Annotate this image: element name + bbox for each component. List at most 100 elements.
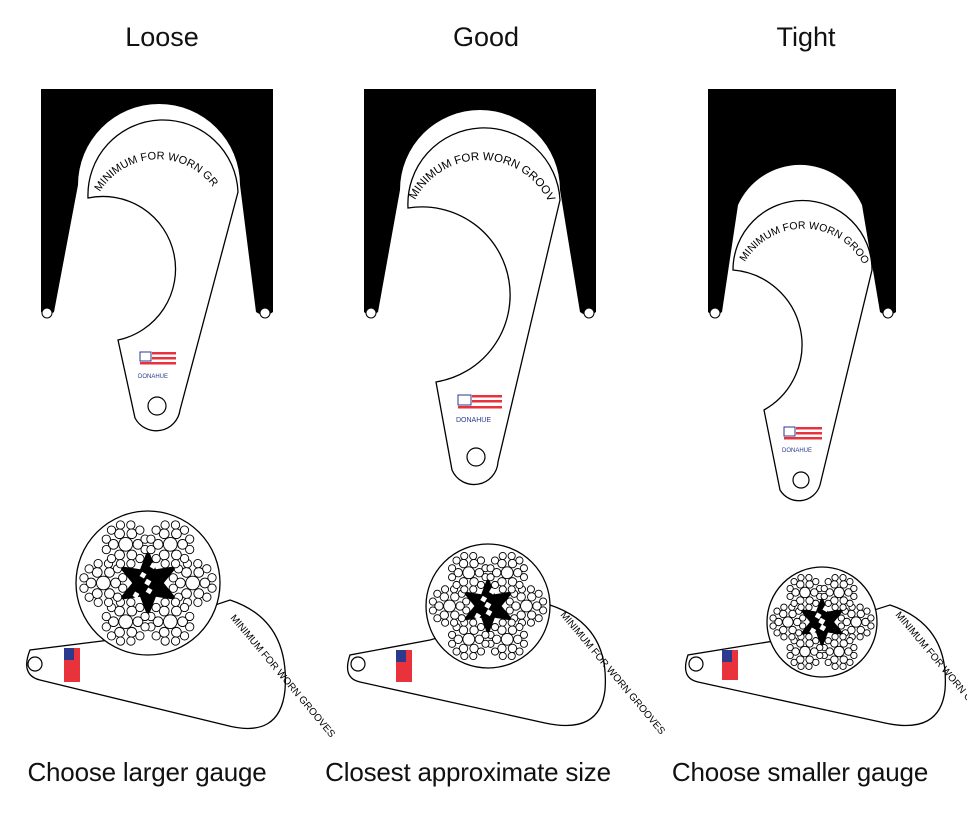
rope-wire (831, 574, 839, 582)
gauge-hole (466, 447, 486, 467)
rope-wire (534, 614, 543, 623)
rope-wire (132, 616, 144, 628)
rope-wire (519, 630, 528, 639)
rope-wire (207, 583, 217, 593)
rope-wire (106, 525, 117, 535)
rope-wire (181, 588, 192, 599)
rope-wire (84, 592, 94, 602)
rope-wire (850, 643, 858, 652)
rope-wire (103, 597, 114, 607)
rope-wire (812, 637, 820, 645)
rope-wire (158, 605, 170, 617)
rope-wire (179, 553, 190, 564)
rope-wire (207, 573, 217, 583)
rope-wire (539, 606, 548, 615)
rope-wire (185, 544, 195, 555)
rope-wire (805, 633, 813, 641)
rope-wire (151, 602, 161, 613)
rope-wire (774, 617, 783, 627)
rope-wire (115, 636, 126, 646)
rope-wire (151, 631, 161, 641)
donahue-logo (396, 650, 412, 682)
caption-loose: Choose larger gauge (27, 757, 267, 787)
rope-wire (539, 597, 548, 606)
gauge-tight: MINIMUM FOR WORN GROOVES DONAHUE (0, 0, 873, 502)
rope-wire (181, 567, 192, 578)
rope-wire (519, 639, 528, 648)
rope-wire (93, 559, 103, 569)
rope-wire (831, 633, 839, 641)
rope-wire (490, 556, 500, 565)
rope-wire (112, 592, 123, 602)
rope-wire (797, 662, 805, 670)
rope-wire (163, 537, 178, 552)
rope-wire (452, 580, 461, 589)
rope-wire (788, 633, 796, 641)
rope-wire (780, 603, 788, 611)
rope-wire (799, 614, 807, 622)
rope-wire (118, 537, 133, 552)
core-wire (480, 595, 488, 603)
rope-wire (782, 616, 794, 628)
rope-wire (171, 549, 182, 561)
rope-wire (457, 614, 466, 623)
rope-wire (519, 564, 528, 573)
core-wire (149, 562, 157, 570)
rope-wire (135, 631, 145, 641)
rope-wire (476, 647, 486, 656)
rope-wire (790, 658, 798, 667)
rope-wire (185, 611, 195, 622)
rope-wire (151, 525, 161, 535)
rope-wire (812, 577, 820, 586)
rope-wire (460, 551, 469, 561)
rope-wire (810, 647, 819, 656)
rope-wire (433, 614, 442, 623)
rope-wire (515, 580, 524, 589)
rope-wire (532, 601, 542, 611)
rope-wire (126, 597, 136, 607)
rope-wire (462, 566, 476, 580)
rope-wire (104, 588, 115, 599)
rope-wire (118, 573, 128, 583)
rope-wire (500, 632, 514, 646)
gauge-loose: MINIMUM FOR WORN GROOVES DONAHUE (0, 0, 239, 432)
rope-wire (453, 568, 463, 578)
rope-wire (519, 573, 528, 582)
rope-wire (824, 578, 832, 586)
rope-wire (140, 611, 150, 622)
rope-wire (786, 643, 794, 652)
rope-wire (101, 611, 111, 622)
rope-wire (861, 617, 870, 627)
rope-wire (769, 614, 777, 622)
caption-tight: Choose smaller gauge (671, 757, 929, 787)
core-wire (488, 587, 496, 595)
rope-wire (799, 586, 811, 599)
rope-wire (160, 636, 170, 646)
rope-wire (820, 592, 828, 601)
rope-wire (170, 597, 181, 607)
rope-wire (812, 658, 820, 666)
rope-wire (505, 597, 514, 606)
rope-wire (498, 651, 507, 661)
rope-wire (476, 623, 486, 632)
donahue-logo (64, 648, 80, 682)
rope-wire (126, 520, 136, 530)
rope-wire (115, 559, 126, 569)
rope-wire (500, 566, 514, 580)
rope-wire (101, 622, 111, 632)
rope-wire (833, 645, 845, 658)
core-wire (809, 627, 817, 635)
rope-wire (790, 578, 798, 586)
rope-wire (850, 592, 858, 601)
rope-wire (96, 575, 111, 591)
rope-wire (534, 589, 543, 598)
rope-wire (462, 632, 476, 646)
rope-wire (434, 601, 444, 611)
rope-wire (455, 601, 465, 611)
rope-wire (168, 583, 178, 593)
rope-wire (443, 599, 456, 613)
donahue-logo: DONAHUE (456, 394, 502, 424)
rope-wire (193, 588, 205, 599)
rope-wire (126, 549, 138, 561)
